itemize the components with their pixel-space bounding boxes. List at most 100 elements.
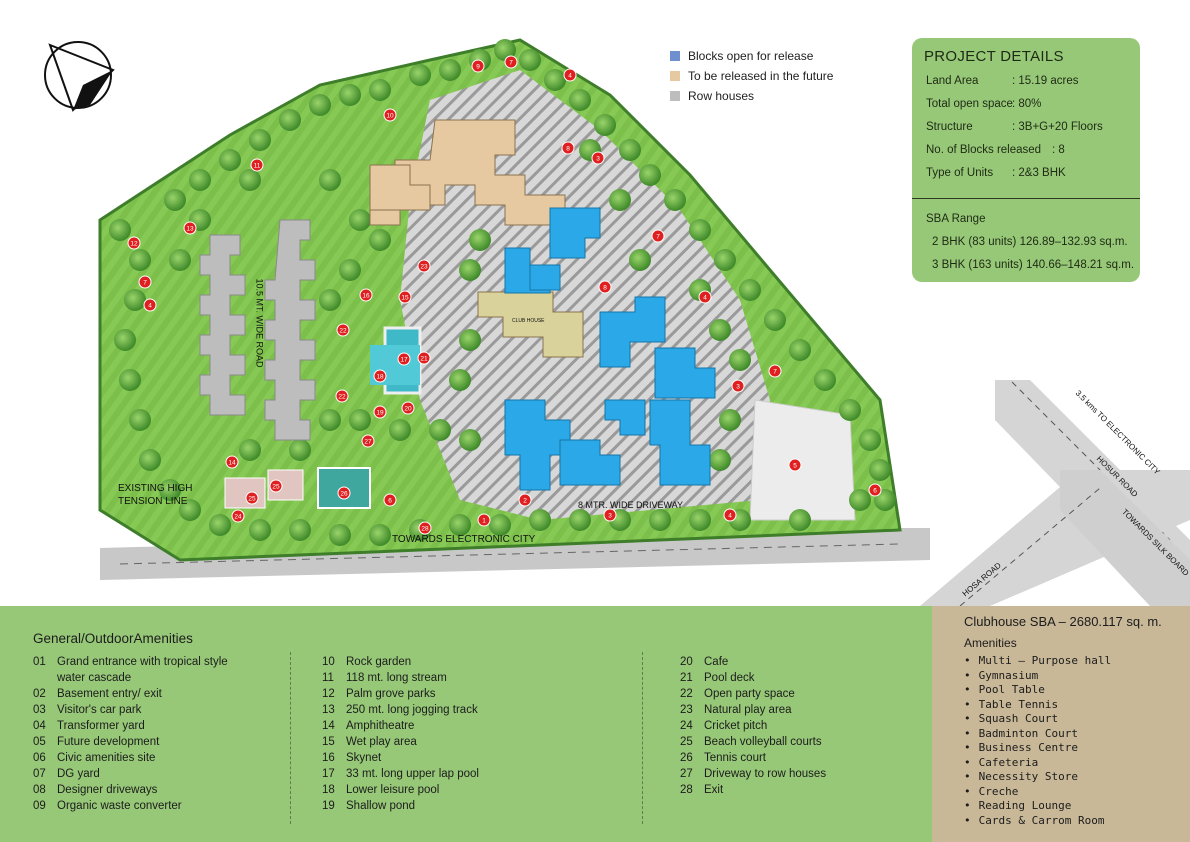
amenity-markers: 1233344445667777889101112131415161718192…: [127, 55, 882, 535]
legend-label: To be released in the future: [688, 69, 834, 83]
tree-icon: [594, 114, 616, 136]
detail-value: : 15.19 acres: [1012, 75, 1079, 87]
tree-icon: [164, 189, 186, 211]
svg-text:3: 3: [596, 156, 600, 163]
clubhouse-amenity: Pool Table: [964, 683, 1111, 698]
amenity-label: Driveway to row houses: [704, 768, 827, 780]
tree-icon: [459, 429, 481, 451]
amenity-marker: 22: [335, 389, 349, 403]
detail-label: Total open space: [926, 98, 1013, 110]
tree-icon: [469, 229, 491, 251]
legend-swatch: [670, 51, 680, 61]
amenity-label: Beach volleyball courts: [704, 736, 822, 748]
tree-icon: [249, 519, 271, 541]
amenity-number: 20: [680, 656, 693, 668]
amenity-marker: 20: [401, 401, 415, 415]
amenity-marker: 7: [651, 229, 665, 243]
detail-value: : 2&3 BHK: [1012, 167, 1066, 179]
tree-icon: [289, 439, 311, 461]
svg-text:3: 3: [608, 513, 612, 520]
svg-text:26: 26: [340, 491, 348, 498]
amenity-label: Lower leisure pool: [346, 784, 440, 796]
tension-line-label-1: EXISTING HIGH: [118, 483, 193, 494]
tree-icon: [569, 89, 591, 111]
detail-value: : 3B+G+20 Floors: [1012, 121, 1103, 133]
amenity-marker: 8: [561, 141, 575, 155]
amenity-number: 04: [33, 720, 46, 732]
tree-icon: [339, 84, 361, 106]
amenity-number: 12: [322, 688, 335, 700]
tree-icon: [789, 339, 811, 361]
amenity-marker: 25: [269, 479, 283, 493]
sba-title: SBA Range: [926, 213, 986, 225]
amenity-label: Transformer yard: [57, 720, 145, 732]
amenity-marker: 9: [471, 59, 485, 73]
clubhouse-amenity: Reading Lounge: [964, 799, 1111, 814]
tree-icon: [139, 449, 161, 471]
tree-icon: [544, 69, 566, 91]
amenity-marker: 19: [373, 405, 387, 419]
open-blocks: [504, 207, 716, 491]
amenity-marker: 22: [336, 323, 350, 337]
amenity-label: 33 mt. long upper lap pool: [346, 768, 479, 780]
svg-text:6: 6: [388, 498, 392, 505]
tree-icon: [309, 94, 331, 116]
tree-icon: [719, 409, 741, 431]
svg-text:2: 2: [523, 498, 527, 505]
amenity-marker: 4: [723, 508, 737, 522]
clubhouse-title: Clubhouse SBA – 2680.117 sq. m.: [964, 614, 1162, 629]
amenity-label: Shallow pond: [346, 800, 416, 812]
tree-icon: [619, 139, 641, 161]
svg-text:4: 4: [568, 73, 572, 80]
amenity-marker: 18: [373, 369, 387, 383]
tree-icon: [119, 369, 141, 391]
amenity-number: 07: [33, 768, 46, 780]
amenity-label: Pool deck: [704, 672, 755, 684]
tree-icon: [319, 169, 341, 191]
amenity-marker: 3: [603, 508, 617, 522]
towards-electronic-city-label: TOWARDS ELECTRONIC CITY: [392, 534, 536, 545]
amenity-label: Cricket pitch: [704, 720, 768, 732]
amenity-marker: 21: [417, 351, 431, 365]
svg-text:25: 25: [272, 484, 280, 491]
tree-icon: [439, 59, 461, 81]
legend-swatch: [670, 71, 680, 81]
detail-value: : 80%: [1012, 98, 1042, 110]
amenity-number: 06: [33, 752, 46, 764]
amenity-marker: 23: [417, 259, 431, 273]
tree-icon: [159, 479, 181, 501]
svg-text:10: 10: [386, 113, 394, 120]
amenity-marker: 17: [397, 352, 411, 366]
clubhouse-subtitle: Amenities: [964, 636, 1017, 650]
sba-row: 2 BHK (83 units) 126.89–132.93 sq.m.: [932, 236, 1128, 248]
tree-icon: [689, 509, 711, 531]
tree-icon: [839, 399, 861, 421]
amenity-marker: 11: [250, 158, 264, 172]
tree-icon: [449, 514, 471, 536]
north-compass-icon: [44, 41, 115, 112]
divider: [642, 652, 643, 824]
tree-icon: [859, 429, 881, 451]
amenity-label: DG yard: [57, 768, 100, 780]
amenity-marker: 15: [398, 290, 412, 304]
amenity-marker: 8: [598, 280, 612, 294]
detail-label: Land Area: [926, 75, 979, 87]
tree-icon: [709, 449, 731, 471]
svg-text:15: 15: [401, 295, 409, 302]
tree-icon: [409, 64, 431, 86]
amenities-title: General/OutdoorAmenities: [33, 631, 193, 646]
row-houses: [199, 219, 316, 441]
project-details-title: PROJECT DETAILS: [924, 48, 1064, 65]
amenity-marker: 26: [337, 486, 351, 500]
svg-text:8: 8: [566, 146, 570, 153]
amenity-marker: 7: [138, 275, 152, 289]
svg-text:22: 22: [339, 328, 347, 335]
tree-icon: [789, 509, 811, 531]
svg-text:19: 19: [376, 410, 384, 417]
tree-icon: [764, 309, 786, 331]
tension-line-label-2: TENSION LINE: [118, 496, 188, 507]
